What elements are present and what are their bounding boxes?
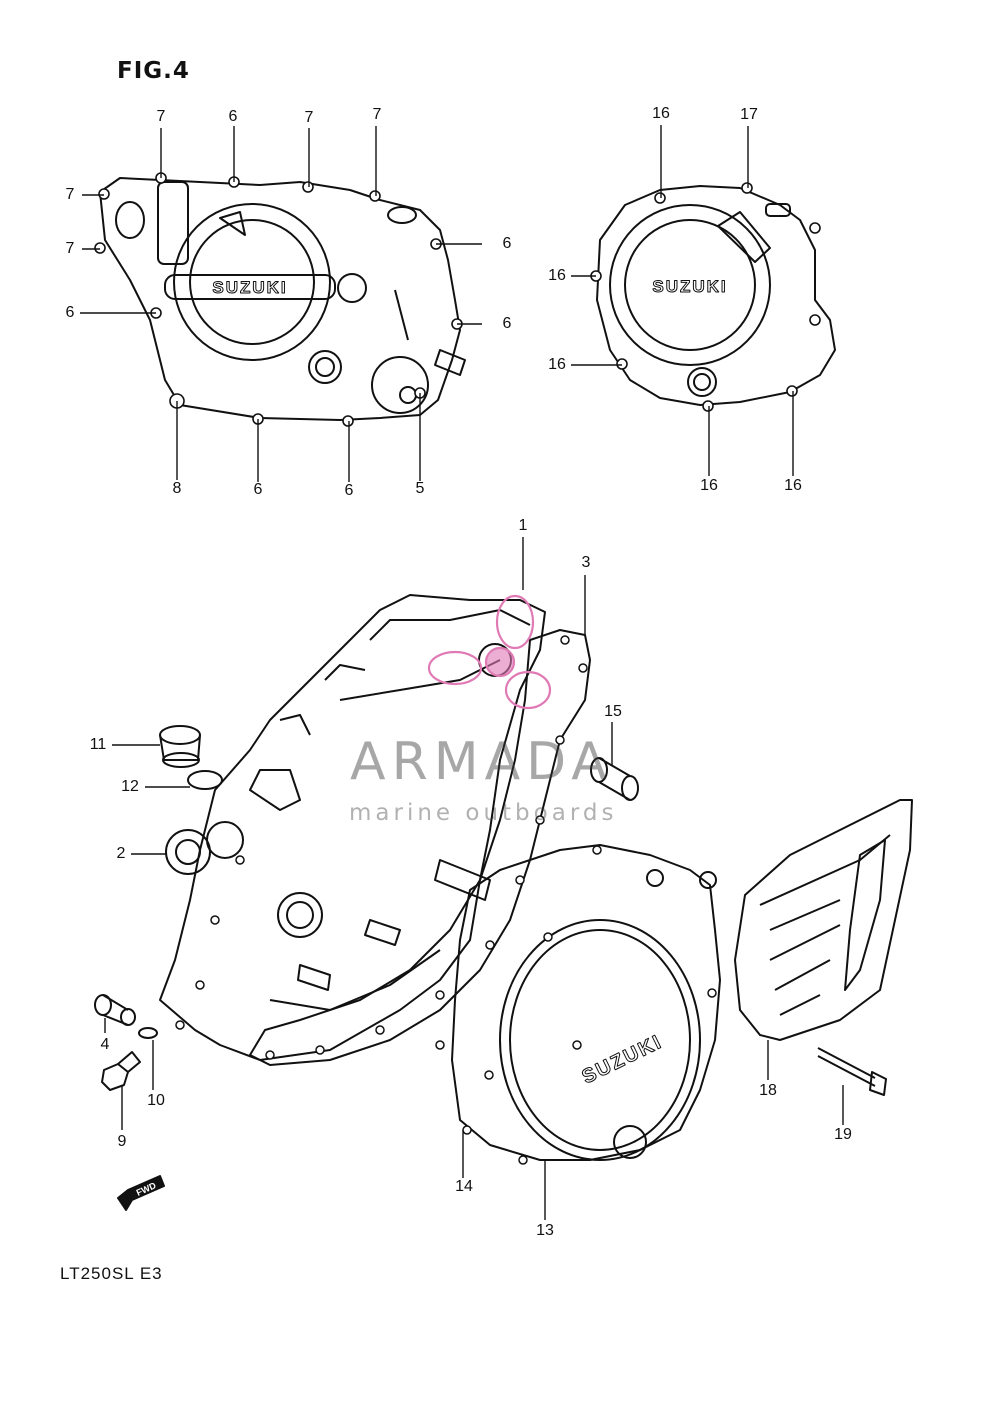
callout-leaders <box>80 125 844 1220</box>
callout-10: 10 <box>147 1092 165 1109</box>
bolt-19 <box>817 1047 887 1096</box>
magneto-cover-bolt-holes <box>590 182 821 412</box>
watermark-tagline: marine outboards <box>349 800 618 826</box>
watermark-name: ARMADA <box>350 732 613 792</box>
callout-6: 6 <box>65 304 75 321</box>
clutch-cover-13: SUZUKI <box>451 844 721 1161</box>
fwd-label: FWD <box>135 1180 158 1198</box>
callout-7: 7 <box>65 240 75 257</box>
fwd-arrow-icon <box>117 1175 165 1211</box>
gasket-holes <box>175 635 588 1060</box>
callout-9: 9 <box>117 1133 127 1150</box>
dowel-pin-4 <box>94 994 136 1026</box>
oil-seal-2 <box>165 829 211 875</box>
oil-filler-cap-11 <box>159 725 201 768</box>
callout-6: 6 <box>344 482 354 499</box>
callout-18: 18 <box>759 1082 777 1099</box>
callout-5: 5 <box>415 480 425 497</box>
callout-7: 7 <box>65 186 75 203</box>
callout-7: 7 <box>304 109 314 126</box>
callout-4: 4 <box>100 1036 110 1053</box>
callout-6: 6 <box>502 315 512 332</box>
o-ring-12 <box>187 770 223 790</box>
callout-16: 16 <box>700 477 718 494</box>
callout-11: 11 <box>89 736 107 753</box>
callout-16: 16 <box>548 267 566 284</box>
clutch-cover-top-view: SUZUKI <box>99 177 466 421</box>
callout-6: 6 <box>502 235 512 252</box>
callout-16: 16 <box>784 477 802 494</box>
armada-logo-icon <box>427 594 552 710</box>
callout-7: 7 <box>156 108 166 125</box>
callout-2: 2 <box>116 845 126 862</box>
drain-bolt-9 <box>101 1051 141 1091</box>
callout-1: 1 <box>518 517 528 534</box>
magneto-cover-top-view: SUZUKI <box>596 185 836 406</box>
clutch-cover-holes <box>435 845 717 1165</box>
callout-14: 14 <box>455 1178 473 1195</box>
callout-8: 8 <box>172 480 182 497</box>
washer-10 <box>138 1027 158 1039</box>
model-code: LT250SL E3 <box>60 1264 163 1283</box>
magneto-brand-logo: SUZUKI <box>652 277 727 296</box>
clutch-cover-brand-logo: SUZUKI <box>579 1031 666 1089</box>
callout-15: 15 <box>604 703 622 720</box>
callout-17: 17 <box>740 106 758 123</box>
crankcase-gasket-3 <box>249 629 591 1066</box>
dowel-pin-15 <box>590 757 639 801</box>
clutch-cover-bolt-holes <box>94 172 463 427</box>
figure-title: FIG.4 <box>117 58 190 84</box>
callout-13: 13 <box>536 1222 554 1239</box>
callout-6: 6 <box>253 481 263 498</box>
cover-brand-logo: SUZUKI <box>212 278 287 297</box>
callout-12: 12 <box>121 778 139 795</box>
callout-6: 6 <box>228 108 238 125</box>
callout-7: 7 <box>372 106 382 123</box>
callout-16: 16 <box>652 105 670 122</box>
sprocket-cover-18 <box>734 799 913 1041</box>
callout-19: 19 <box>834 1126 852 1143</box>
callout-3: 3 <box>581 554 591 571</box>
callout-16: 16 <box>548 356 566 373</box>
